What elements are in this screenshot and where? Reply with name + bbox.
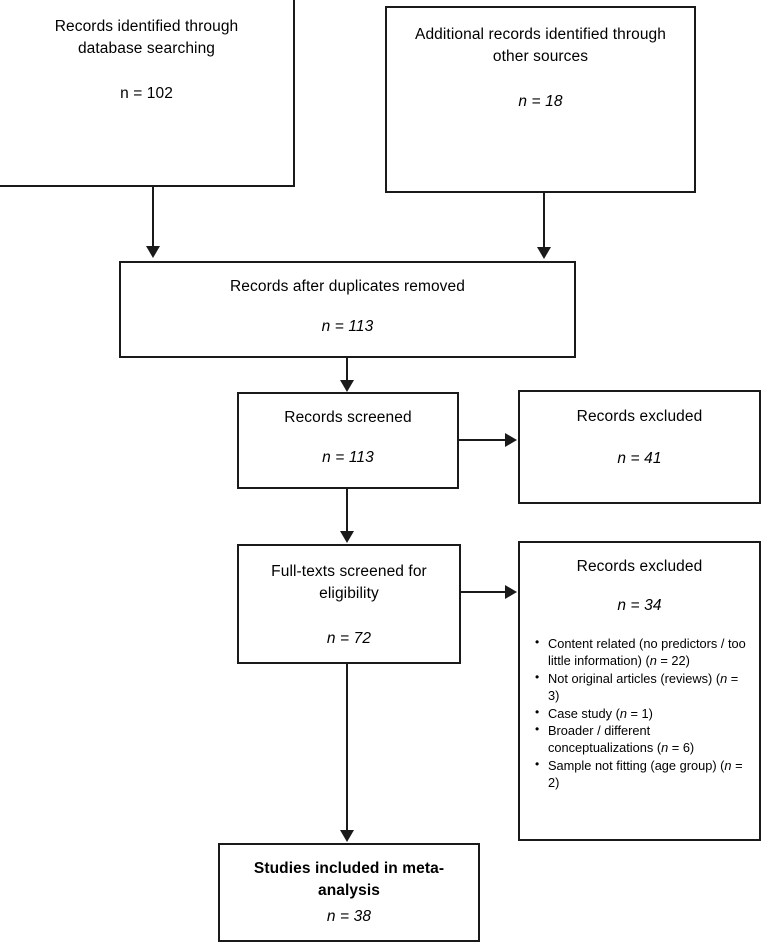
node-count-text: n = 72 xyxy=(326,629,372,647)
node-records-identified-database: Records identified through database sear… xyxy=(0,0,295,187)
node-title: Records excluded xyxy=(576,408,703,425)
node-title: Records excluded xyxy=(576,558,703,575)
connector-fulltexts-to-included xyxy=(346,664,348,832)
node-count: n = 113 xyxy=(322,316,374,338)
node-count: n = 41 xyxy=(617,448,661,470)
node-title: Records screened xyxy=(284,409,412,426)
arrowhead-down-icon xyxy=(340,380,354,392)
node-count: n = 38 xyxy=(327,906,371,928)
arrowhead-down-icon xyxy=(537,247,551,259)
node-records-after-duplicates-removed: Records after duplicates removed n = 113 xyxy=(119,261,576,358)
node-title: Studies included in meta- analysis xyxy=(253,860,445,900)
arrowhead-down-icon xyxy=(340,531,354,543)
exclusion-reason-item: Sample not fitting (age group) (n = 2) xyxy=(534,757,749,792)
node-title: Additional records identified through ot… xyxy=(415,26,666,66)
node-count: n = 34 xyxy=(617,595,661,617)
node-count-text: n = 34 xyxy=(617,597,662,615)
node-records-excluded-screening: Records excluded n = 41 xyxy=(518,390,761,504)
node-count: n = 18 xyxy=(518,91,562,113)
node-count: n = 102 xyxy=(120,83,173,105)
node-title: Records identified through database sear… xyxy=(54,18,239,58)
connector-duplicates-to-screened xyxy=(346,358,348,382)
node-count-text: n = 113 xyxy=(321,318,374,336)
connector-fulltexts-to-excluded xyxy=(461,591,507,593)
arrowhead-down-icon xyxy=(340,830,354,842)
node-records-identified-other-sources: Additional records identified through ot… xyxy=(385,6,696,193)
arrowhead-right-icon xyxy=(505,585,517,599)
node-fulltexts-screened-eligibility: Full-texts screened for eligibility n = … xyxy=(237,544,461,664)
node-count-text: n = 18 xyxy=(518,92,563,110)
node-records-screened: Records screened n = 113 xyxy=(237,392,459,489)
node-records-excluded-eligibility: Records excluded n = 34 Content related … xyxy=(518,541,761,841)
arrowhead-down-icon xyxy=(146,246,160,258)
node-count-text: n = 113 xyxy=(322,449,374,467)
node-count: n = 113 xyxy=(322,447,374,469)
node-count: n = 72 xyxy=(327,628,371,650)
node-count-text: n = 38 xyxy=(326,907,372,925)
connector-database-to-duplicates xyxy=(152,187,154,247)
exclusion-reason-item: Content related (no predictors / too lit… xyxy=(534,635,749,670)
exclusion-reason-item: Broader / different conceptualizations (… xyxy=(534,722,749,757)
connector-screened-to-fulltexts xyxy=(346,489,348,533)
node-studies-included-meta-analysis: Studies included in meta- analysis n = 3… xyxy=(218,843,480,942)
exclusion-reason-list: Content related (no predictors / too lit… xyxy=(520,635,759,793)
node-title: Full-texts screened for eligibility xyxy=(271,563,427,603)
exclusion-reason-item: Case study (n = 1) xyxy=(534,705,749,723)
exclusion-reason-item: Not original articles (reviews) (n = 3) xyxy=(534,670,749,705)
arrowhead-right-icon xyxy=(505,433,517,447)
connector-other-sources-to-duplicates xyxy=(543,193,545,248)
node-count-text: n = 41 xyxy=(617,450,662,468)
connector-screened-to-excluded xyxy=(459,439,507,441)
node-title: Records after duplicates removed xyxy=(230,278,465,295)
node-count-text: n = 102 xyxy=(120,84,173,102)
